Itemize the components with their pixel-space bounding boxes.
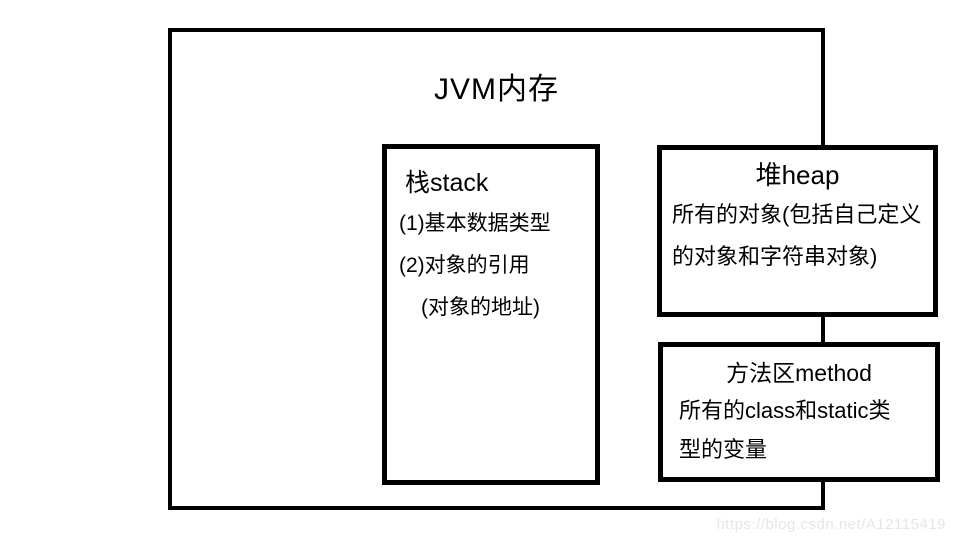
heap-line-1: 所有的对象(包括自己定义 — [672, 202, 922, 227]
stack-box: 栈stack (1)基本数据类型 (2)对象的引用 (对象的地址) — [382, 144, 600, 485]
diagram-title: JVM内存 — [434, 73, 559, 106]
method-area-box-title: 方法区method — [726, 360, 872, 386]
jvm-memory-container: JVM内存 栈stack (1)基本数据类型 (2)对象的引用 (对象的地址) … — [168, 28, 940, 510]
stack-line-primitive-types: (1)基本数据类型 — [399, 212, 551, 235]
heap-box-title: 堆heap — [755, 160, 840, 190]
stack-line-object-reference: (2)对象的引用 — [399, 254, 530, 277]
method-area-line-2: 型的变量 — [679, 437, 768, 462]
stack-box-title: 栈stack — [405, 169, 489, 197]
heap-box: 堆heap 所有的对象(包括自己定义 的对象和字符串对象) — [657, 145, 938, 317]
method-area-box: 方法区method 所有的class和static类 型的变量 — [658, 342, 940, 482]
csdn-watermark: https://blog.csdn.net/A12115419 — [716, 516, 946, 533]
heap-line-2: 的对象和字符串对象) — [672, 244, 878, 269]
stack-line-object-address: (对象的地址) — [421, 296, 540, 319]
method-area-line-1: 所有的class和static类 — [679, 398, 891, 423]
